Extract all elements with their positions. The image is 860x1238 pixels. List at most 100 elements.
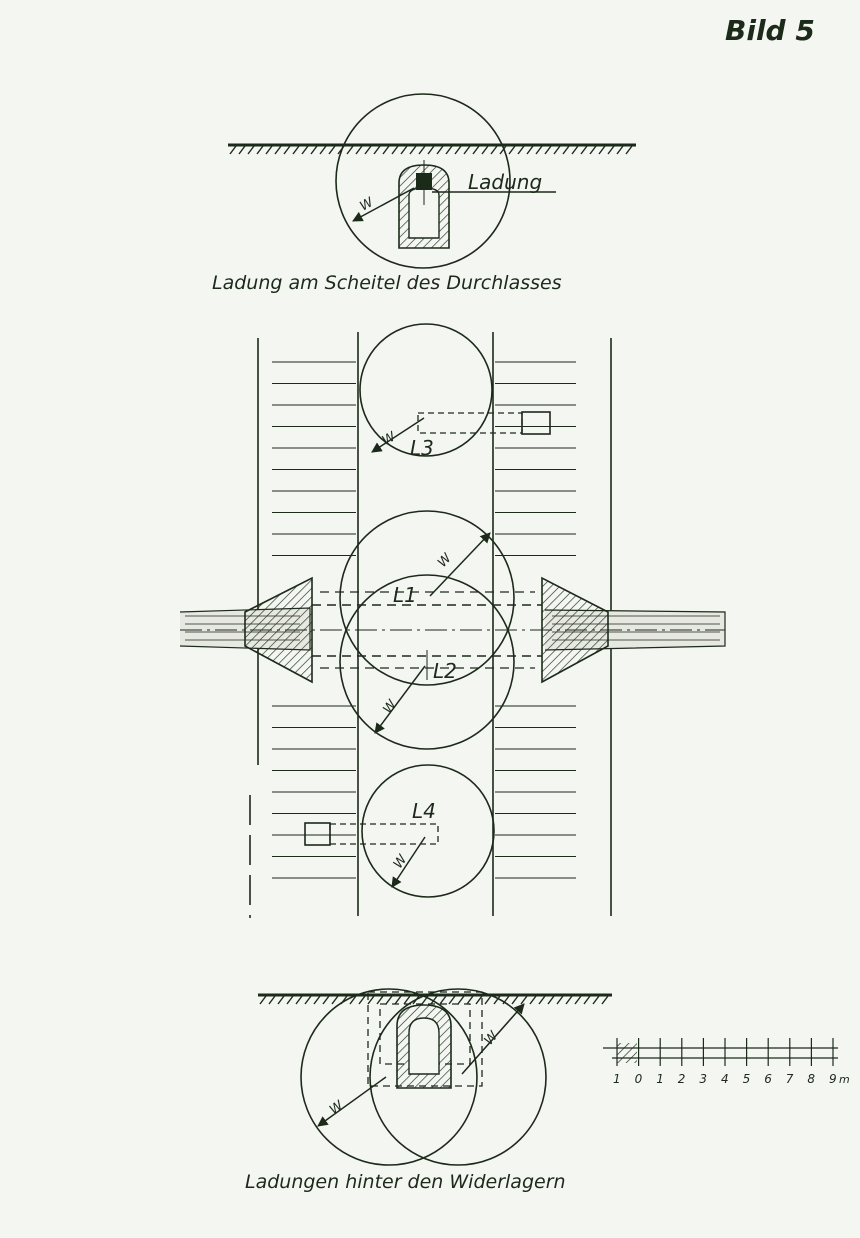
ground-hatch-stroke	[583, 995, 591, 1005]
ground-hatch-stroke	[484, 995, 492, 1005]
ground-hatch-stroke	[403, 995, 411, 1005]
ground-hatch-stroke	[529, 995, 537, 1005]
ground-hatch-stroke	[601, 995, 609, 1005]
ground-hatch-stroke	[274, 145, 282, 155]
ground-hatch-stroke	[427, 145, 435, 155]
scale-tick-label: 2	[678, 1072, 686, 1086]
ground-hatch-stroke	[256, 145, 264, 155]
ground-hatch-stroke	[355, 145, 363, 155]
ground-hatch-stroke	[562, 145, 570, 155]
scale-tick-label: 3	[699, 1072, 707, 1086]
ground-hatch-stroke	[295, 995, 303, 1005]
ground-hatch-stroke	[544, 145, 552, 155]
charge-pit-l3	[521, 411, 551, 435]
blast-circle-left	[300, 988, 478, 1166]
ground-hatch-stroke	[358, 995, 366, 1005]
ground-hatch-stroke	[511, 995, 519, 1005]
ground-hatch-stroke	[277, 995, 285, 1005]
ground-hatch-stroke	[508, 145, 516, 155]
blast-circle-l2	[339, 574, 515, 750]
charge-label-l4: L4	[412, 799, 436, 823]
radius-label-l4: W	[391, 851, 411, 871]
ground-hatch-stroke	[439, 995, 447, 1005]
ground-hatch-stroke	[607, 145, 615, 155]
ground-hatch-stroke	[328, 145, 336, 155]
blast-circle-l4	[361, 764, 495, 898]
ground-hatch-stroke	[517, 145, 525, 155]
ground-hatch-stroke	[565, 995, 573, 1005]
scale-tick-label: 0	[635, 1072, 643, 1086]
ground-hatch-stroke	[481, 145, 489, 155]
ground-hatch-stroke	[376, 995, 384, 1005]
ground-hatch-stroke	[364, 145, 372, 155]
ground-hatch-stroke	[373, 145, 381, 155]
ground-hatch-stroke	[466, 995, 474, 1005]
ground-hatch-stroke	[547, 995, 555, 1005]
radius-label-l1: W	[435, 550, 456, 570]
scale-tick-label: 4	[721, 1072, 729, 1086]
ground-hatch-stroke	[499, 145, 507, 155]
ground-hatch-stroke	[598, 145, 606, 155]
ground-hatch-stroke	[268, 995, 276, 1005]
ground-hatch-stroke	[535, 145, 543, 155]
ground-hatch-stroke	[580, 145, 588, 155]
radius-arrow-l4	[391, 836, 426, 888]
ground-hatch-stroke	[319, 145, 327, 155]
charge-label: Ladung	[468, 170, 542, 194]
top-caption: Ladung am Scheitel des Durchlasses	[212, 272, 562, 294]
ground-hatching	[259, 995, 609, 1005]
ground-hatch-stroke	[304, 995, 312, 1005]
charge-label-l2: L2	[433, 659, 457, 683]
ground-hatch-stroke	[526, 145, 534, 155]
ground-hatch-stroke	[520, 995, 528, 1005]
ground-hatch-stroke	[475, 995, 483, 1005]
road-hatch-lines	[272, 361, 576, 879]
charge-chamber-l3	[417, 412, 523, 434]
blast-circle-l3	[359, 323, 493, 457]
scale-tick-label: 5	[743, 1072, 751, 1086]
scale-tick-label: 7	[786, 1072, 794, 1086]
charge-label-l1: L1	[393, 583, 417, 607]
ground-hatch-stroke	[367, 995, 375, 1005]
scale-tick-label: 9	[829, 1072, 837, 1086]
ground-hatch-stroke	[574, 995, 582, 1005]
ground-hatch-stroke	[349, 995, 357, 1005]
ground-hatch-stroke	[322, 995, 330, 1005]
ground-hatch-stroke	[592, 995, 600, 1005]
ground-hatch-stroke	[265, 145, 273, 155]
radius-arrow	[352, 187, 415, 222]
radius-label-left: W	[327, 1098, 347, 1118]
radius-arrow-l1	[429, 532, 491, 597]
radius-arrow-right	[461, 1003, 525, 1075]
figure-number: Bild 5	[725, 14, 815, 47]
ground-hatch-stroke	[301, 145, 309, 155]
ground-hatch-stroke	[331, 995, 339, 1005]
ground-hatch-stroke	[286, 995, 294, 1005]
ground-hatch-stroke	[238, 145, 246, 155]
ground-hatch-stroke	[571, 145, 579, 155]
blast-radius-circle	[335, 93, 511, 269]
ground-hatch-stroke	[625, 145, 633, 155]
plan-view: W L3 W L1 W L2 W L4	[179, 323, 726, 918]
ground-hatch-stroke	[247, 145, 255, 155]
charge-pit-l4	[304, 822, 331, 846]
scale-tick-label: 1	[656, 1072, 664, 1086]
ground-hatch-stroke	[391, 145, 399, 155]
scale-unit-label: m	[839, 1073, 850, 1086]
radius-arrow-l2	[374, 665, 426, 734]
ground-hatching	[229, 145, 633, 155]
blast-circle-right	[369, 988, 547, 1166]
ground-hatch-stroke	[292, 145, 300, 155]
ground-hatch-stroke	[394, 995, 402, 1005]
radius-arrow-l3	[371, 417, 425, 453]
ground-hatch-stroke	[556, 995, 564, 1005]
ground-hatch-stroke	[430, 995, 438, 1005]
ground-hatch-stroke	[229, 145, 237, 155]
ground-hatch-stroke	[283, 145, 291, 155]
scale-tick-label: 8	[807, 1072, 815, 1086]
bottom-section-view: W W Ladungen hinter den Widerlagern	[245, 988, 612, 1193]
